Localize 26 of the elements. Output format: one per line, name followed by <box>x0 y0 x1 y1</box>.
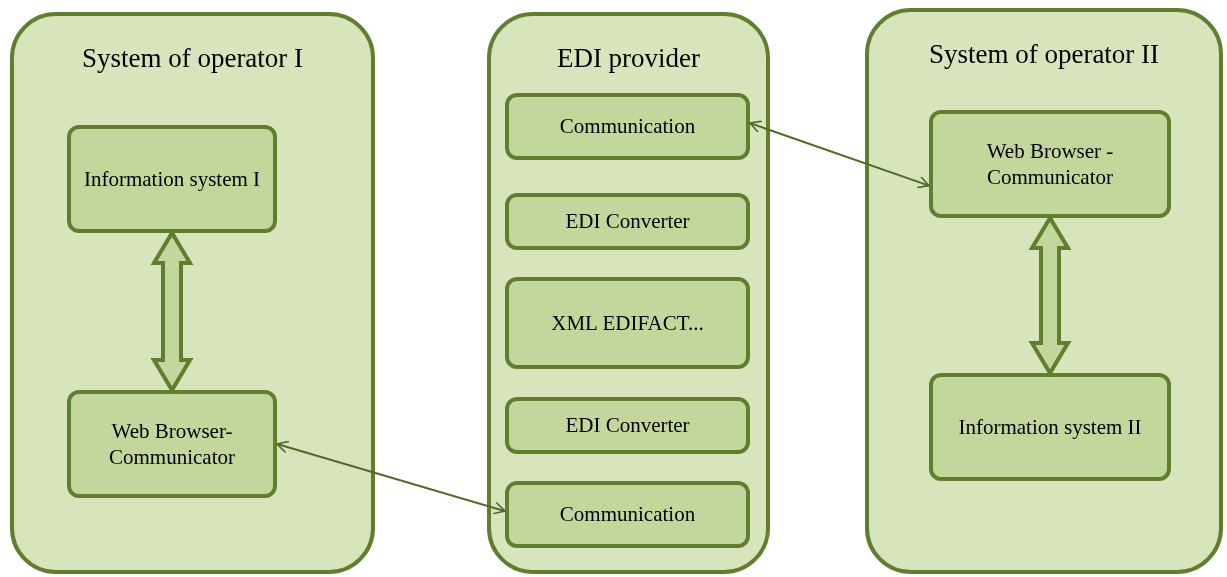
process-box <box>929 110 1171 218</box>
box-label: EDI Converter <box>564 412 691 439</box>
process-box <box>67 390 277 498</box>
group-panel <box>865 8 1223 574</box>
box-label: Communication <box>558 501 697 528</box>
process-box <box>505 481 750 548</box>
box-label: XML EDIFACT... <box>550 309 705 337</box>
group-panel <box>487 12 770 574</box>
box-label: EDI Converter <box>564 208 691 235</box>
process-box <box>505 277 750 369</box>
box-label: Communication <box>558 113 697 140</box>
box-label: Web Browser - Communicator <box>985 137 1115 191</box>
arrow <box>749 120 930 189</box>
process-box <box>67 125 277 233</box>
process-box <box>505 193 750 250</box>
box-label: Web Browser-Communicator <box>108 417 236 471</box>
process-box <box>505 93 750 160</box>
process-box <box>505 397 750 454</box>
panel-title: System of operator I <box>80 42 305 75</box>
box-label: Information system I <box>82 165 262 193</box>
panel-title: System of operator II <box>927 38 1161 71</box>
process-box <box>929 373 1171 481</box>
panel-title: EDI provider <box>555 42 702 75</box>
group-panel <box>10 12 375 574</box>
box-label: Information system II <box>957 413 1143 441</box>
arrow <box>276 440 506 515</box>
